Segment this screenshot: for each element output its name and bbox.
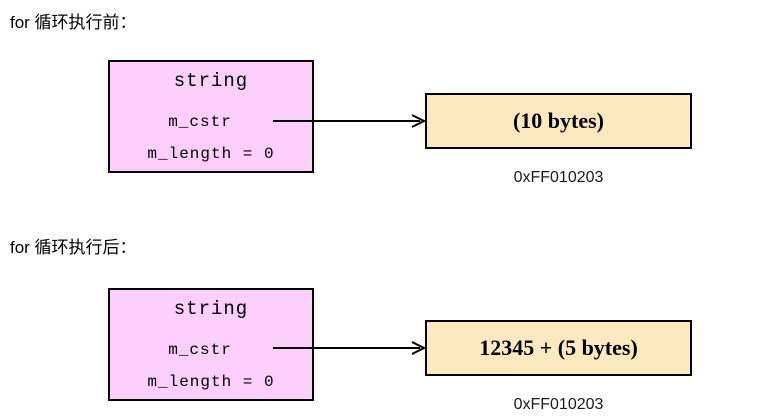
memory-address-after: 0xFF010203: [513, 396, 604, 413]
memory-address-before: 0xFF010203: [513, 169, 604, 186]
struct-field-mlength-after: m_length = 0: [147, 373, 275, 391]
struct-box-after: string m_cstr m_length = 0: [108, 288, 314, 401]
struct-field-mcstr-before: m_cstr: [168, 113, 232, 131]
struct-title-before: string: [173, 70, 249, 92]
memory-block-label-before: (10 bytes): [512, 108, 605, 133]
memory-block-before: (10 bytes): [425, 93, 692, 149]
section-2-caption: for 循环执行后：: [10, 238, 137, 257]
struct-field-mcstr-after: m_cstr: [168, 341, 232, 359]
struct-field-mlength-before: m_length = 0: [147, 145, 275, 163]
memory-block-label-after: 12345 + (5 bytes): [479, 335, 638, 360]
struct-title-after: string: [173, 298, 249, 320]
memory-block-after: 12345 + (5 bytes): [425, 320, 692, 376]
struct-box-before: string m_cstr m_length = 0: [108, 60, 314, 173]
section-1-caption: for 循环执行前：: [10, 13, 137, 32]
